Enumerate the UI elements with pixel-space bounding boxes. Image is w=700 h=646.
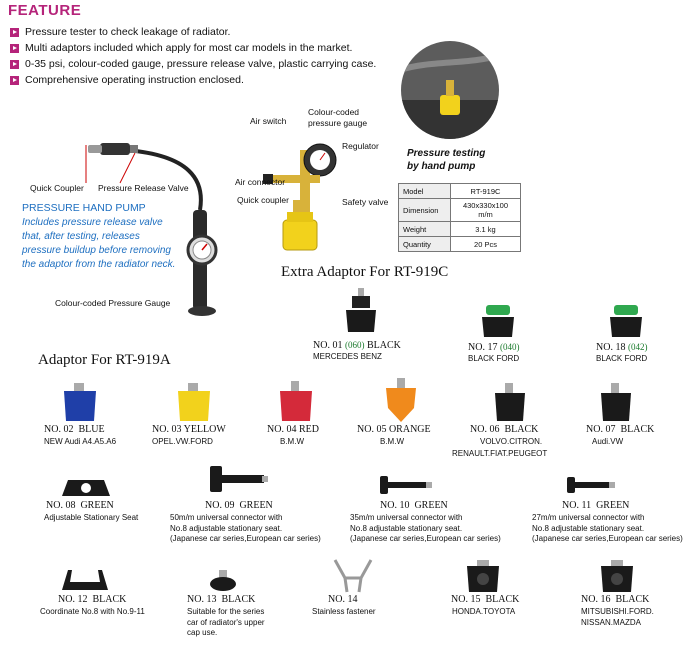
adaptor-04-desc: B.M.W	[280, 437, 304, 446]
adaptor-07-desc: Audi.VW	[592, 437, 624, 446]
adaptor-08-number: NO. 08 GREEN	[46, 500, 114, 511]
adaptor-15-number: NO. 15 BLACK	[451, 594, 520, 605]
triangle-bullet-icon	[10, 59, 19, 69]
adaptor-06-image	[495, 383, 525, 421]
adaptor-03-number: NO. 03 YELLOW	[152, 424, 226, 435]
triangle-bullet-icon	[10, 27, 19, 37]
feature-item: Comprehensive operating instruction encl…	[10, 72, 376, 88]
adaptor-05-desc: B.M.W	[380, 437, 404, 446]
feature-item: 0-35 psi, colour-coded gauge, pressure r…	[10, 56, 376, 72]
adaptor-04-image	[280, 381, 312, 421]
hand-pump-image	[85, 143, 218, 316]
adaptor-03-image	[178, 383, 210, 421]
adaptor-10-image	[380, 476, 432, 494]
adaptor-08-image	[62, 480, 110, 496]
adaptor-01-image	[346, 288, 376, 332]
pressure-testing-caption: Pressure testing by hand pump	[407, 148, 486, 172]
feature-title: FEATURE	[8, 2, 82, 19]
adaptor-16-desc: MITSUBISHI.FORD. NISSAN.MAZDA	[581, 607, 654, 627]
adaptor-03-desc: OPEL.VW.FORD	[152, 437, 213, 446]
adaptor-15-image	[467, 560, 499, 592]
pump-description: Includes pressure release valve that, af…	[22, 217, 176, 270]
adaptor-10-desc: 35m/m universal connector with No.8 adju…	[350, 513, 501, 543]
adaptor-05-image	[386, 378, 416, 422]
adaptor-09-number: NO. 09 GREEN	[205, 500, 273, 511]
triangle-bullet-icon	[10, 43, 19, 53]
adaptor-09-image	[210, 466, 268, 492]
adaptor-07-image	[601, 383, 631, 421]
regulator-label: Regulator	[342, 141, 379, 151]
pressure-gauge-label: Colour-coded Pressure Gauge	[55, 298, 171, 308]
extra-adaptor-18-number: NO. 18 (042)	[596, 342, 648, 353]
adaptor-12-desc: Coordinate No.8 with No.9-11	[40, 607, 145, 616]
air-switch-label: Air switch	[250, 116, 287, 126]
adaptor-08-desc: Adjustable Stationary Seat	[44, 513, 139, 522]
adaptor-13-image	[210, 570, 236, 591]
adaptor-heading: Adaptor For RT-919A	[38, 352, 171, 368]
fastener-14-image	[333, 559, 373, 593]
pressure-tester-image	[263, 143, 337, 251]
adaptor-02-image	[64, 383, 96, 421]
quick-coupler-label: Quick Coupler	[30, 183, 84, 193]
adaptor-05-number: NO. 05 ORANGE	[357, 424, 431, 435]
adaptor-13-desc: Suitable for the series car of radiator'…	[187, 607, 265, 637]
fastener-14-desc: Stainless fastener	[312, 607, 376, 616]
adaptor-06-desc-line1: VOLVO.CITRON.	[480, 437, 543, 446]
feature-list: Pressure tester to check leakage of radi…	[10, 24, 376, 88]
adaptor-13-number: NO. 13 BLACK	[187, 594, 256, 605]
feature-item: Multi adaptors included which apply for …	[10, 40, 376, 56]
adaptor-10-number: NO. 10 GREEN	[380, 500, 448, 511]
extra-adaptor-01-desc: MERCEDES BENZ	[313, 352, 382, 361]
extra-adaptor-01-number: NO. 01 (060) BLACK	[313, 340, 401, 351]
adaptor-18-image	[610, 305, 642, 337]
adaptor-11-desc: 27m/m universal connector with No.8 adju…	[532, 513, 683, 543]
adaptor-12-number: NO. 12 BLACK	[58, 594, 127, 605]
adaptor-17-image	[482, 305, 514, 337]
pressure-hand-pump-title: PRESSURE HAND PUMP	[22, 202, 146, 214]
extra-adaptor-18-desc: BLACK FORD	[596, 354, 648, 363]
extra-adaptor-17-desc: BLACK FORD	[468, 354, 520, 363]
radiator-photo-image	[401, 41, 499, 139]
colour-coded-gauge-label: Colour-coded pressure gauge	[308, 107, 368, 128]
quick-coupler-tester-label: Quick coupler	[237, 195, 289, 205]
adaptor-11-number: NO. 11 GREEN	[562, 500, 630, 511]
fastener-14-number: NO. 14	[328, 594, 358, 605]
adaptor-16-number: NO. 16 BLACK	[581, 594, 650, 605]
safety-valve-label: Safety valve	[342, 197, 389, 207]
adaptor-06-desc-line2: RENAULT.FIAT.PEUGEOT	[452, 449, 548, 458]
feature-item: Pressure tester to check leakage of radi…	[10, 24, 376, 40]
pressure-release-valve-label: Pressure Release Valve	[98, 183, 189, 193]
extra-adaptor-17-number: NO. 17 (040)	[468, 342, 520, 353]
adaptor-02-number: NO. 02 BLUE	[44, 424, 105, 435]
adaptor-07-number: NO. 07 BLACK	[586, 424, 655, 435]
adaptor-02-desc: NEW Audi A4.A5.A6	[44, 437, 117, 446]
air-connector-label: Air connector	[235, 177, 286, 187]
adaptor-15-desc: HONDA.TOYOTA	[452, 607, 516, 616]
adaptor-09-desc: 50m/m universal connector with No.8 adju…	[170, 513, 321, 543]
adaptor-16-image	[601, 560, 633, 592]
adaptor-11-image	[567, 477, 615, 493]
adaptor-12-image	[62, 570, 108, 590]
adaptor-04-number: NO. 04 RED	[267, 424, 319, 435]
adaptor-06-number: NO. 06 BLACK	[470, 424, 539, 435]
extra-adaptor-heading: Extra Adaptor For RT-919C	[281, 264, 449, 280]
triangle-bullet-icon	[10, 75, 19, 85]
